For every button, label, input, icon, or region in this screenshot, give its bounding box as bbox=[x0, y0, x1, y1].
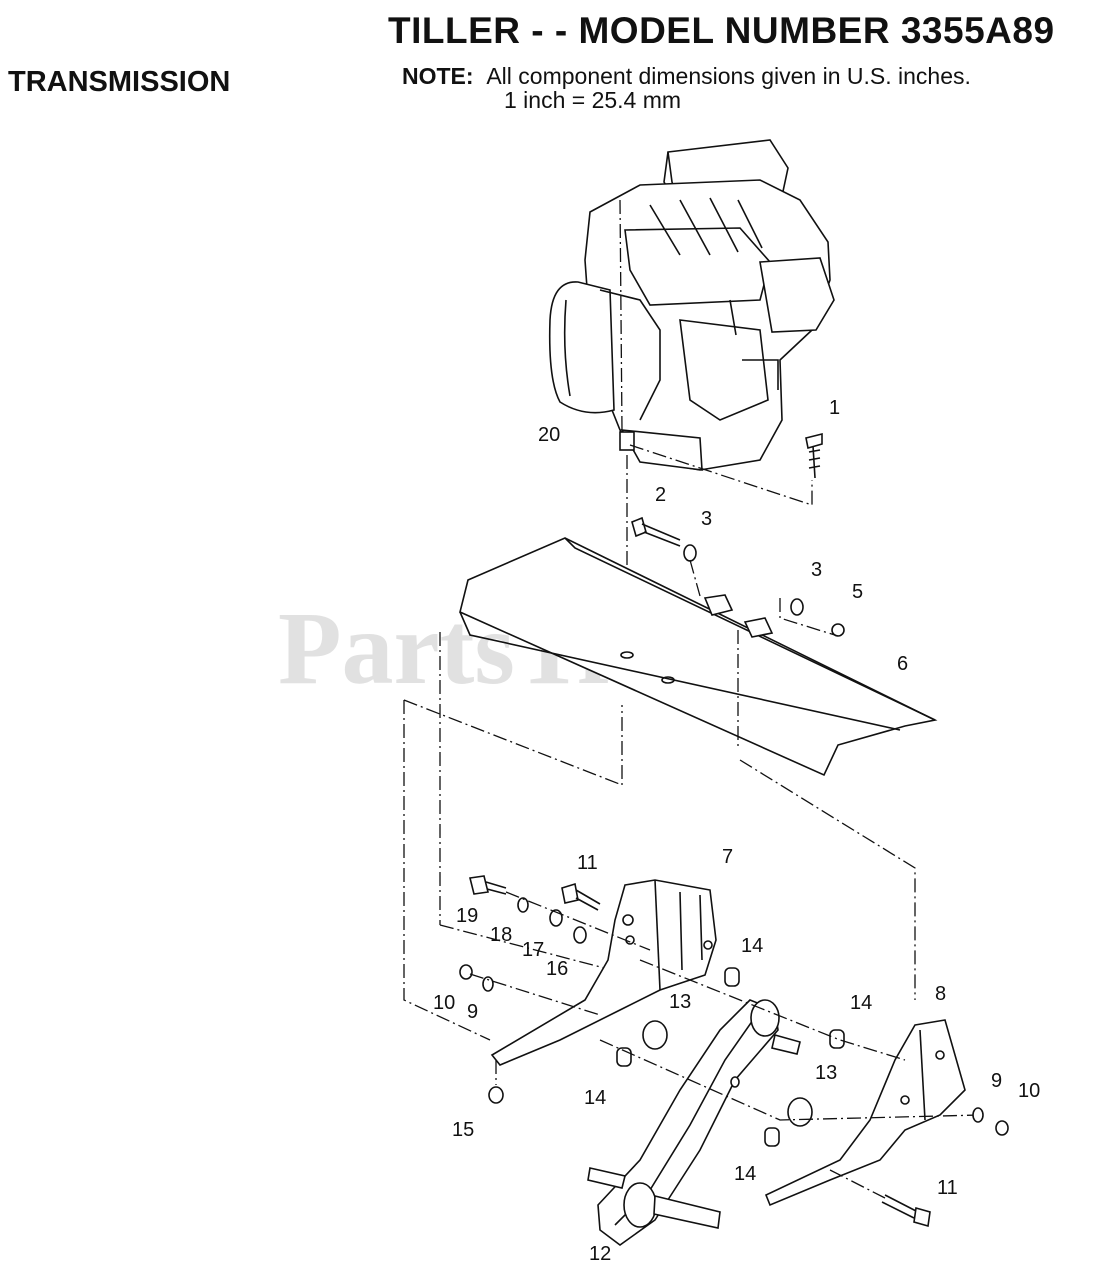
note-line-1: All component dimensions given in U.S. i… bbox=[486, 63, 971, 89]
frame-outline-top bbox=[403, 699, 623, 786]
callout-5: 5 bbox=[852, 581, 863, 603]
part-11-bolt bbox=[881, 1194, 931, 1228]
callout-17: 17 bbox=[522, 939, 544, 961]
callout-6: 6 bbox=[897, 653, 908, 675]
part-10-nut bbox=[995, 1120, 1009, 1136]
part-12-transmission bbox=[587, 999, 801, 1246]
callout-14a: 14 bbox=[741, 935, 763, 957]
callout-2: 2 bbox=[655, 484, 666, 506]
leader-5 bbox=[779, 598, 839, 637]
part-18-washer bbox=[517, 897, 529, 913]
part-7-left-frame bbox=[490, 879, 717, 1066]
part-9-washer bbox=[482, 976, 494, 992]
part-14-spacer bbox=[764, 1127, 780, 1147]
callout-14c: 14 bbox=[584, 1087, 606, 1109]
callout-14b: 14 bbox=[850, 992, 872, 1014]
leader-19 bbox=[505, 891, 651, 951]
callout-13: 13 bbox=[669, 991, 691, 1013]
callout-11: 11 bbox=[577, 852, 598, 874]
callout-3: 3 bbox=[701, 508, 712, 530]
callout-19: 19 bbox=[456, 905, 478, 927]
callout-15: 15 bbox=[452, 1119, 474, 1141]
part-8-right-frame bbox=[764, 1019, 966, 1207]
part-15-nut bbox=[488, 1086, 504, 1104]
frame-outline-left bbox=[403, 700, 491, 1041]
callout-3b: 3 bbox=[811, 559, 822, 581]
shield-line-right bbox=[739, 759, 916, 1000]
part-2-bolt bbox=[631, 516, 681, 547]
callout-18: 18 bbox=[490, 924, 512, 946]
page-title: TILLER - - MODEL NUMBER 3355A89 bbox=[388, 10, 1055, 51]
part-3-washer bbox=[683, 544, 697, 562]
callout-10: 10 bbox=[433, 992, 455, 1014]
callout-13b: 13 bbox=[815, 1062, 837, 1084]
part-1-screw bbox=[805, 432, 823, 479]
callout-16: 16 bbox=[546, 958, 568, 980]
shaft-hole bbox=[730, 1076, 740, 1088]
part-10-nut bbox=[459, 964, 473, 980]
part-13-washer bbox=[787, 1097, 813, 1127]
callout-11b: 11 bbox=[937, 1177, 958, 1199]
callout-1: 1 bbox=[829, 397, 840, 419]
engine-illustration bbox=[548, 139, 835, 471]
note-label: NOTE: bbox=[402, 63, 474, 89]
callout-8: 8 bbox=[935, 983, 946, 1005]
part-11-bolt bbox=[561, 882, 601, 911]
part-13-washer bbox=[642, 1020, 668, 1050]
part-9-washer bbox=[972, 1107, 984, 1123]
callout-9: 9 bbox=[467, 1001, 478, 1023]
dimension-note: NOTE: All component dimensions given in … bbox=[402, 64, 971, 112]
part-3-washer bbox=[790, 598, 804, 616]
part-6-tine-shield bbox=[459, 537, 938, 777]
callout-10b: 10 bbox=[1018, 1080, 1040, 1102]
part-14-spacer bbox=[724, 967, 740, 987]
callout-7: 7 bbox=[722, 846, 733, 868]
callout-12: 12 bbox=[589, 1243, 611, 1265]
part-19-bolt bbox=[469, 875, 507, 895]
callout-9b: 9 bbox=[991, 1070, 1002, 1092]
part-14-spacer bbox=[829, 1029, 845, 1049]
leader-11 bbox=[829, 1169, 886, 1199]
leader-3 bbox=[689, 559, 701, 597]
callout-20: 20 bbox=[538, 424, 560, 446]
lower-axle-line bbox=[599, 1039, 981, 1121]
note-line-2: 1 inch = 25.4 mm bbox=[504, 87, 682, 113]
section-title: TRANSMISSION bbox=[8, 66, 231, 98]
callout-14d: 14 bbox=[734, 1163, 756, 1185]
part-16-washer bbox=[573, 926, 587, 944]
